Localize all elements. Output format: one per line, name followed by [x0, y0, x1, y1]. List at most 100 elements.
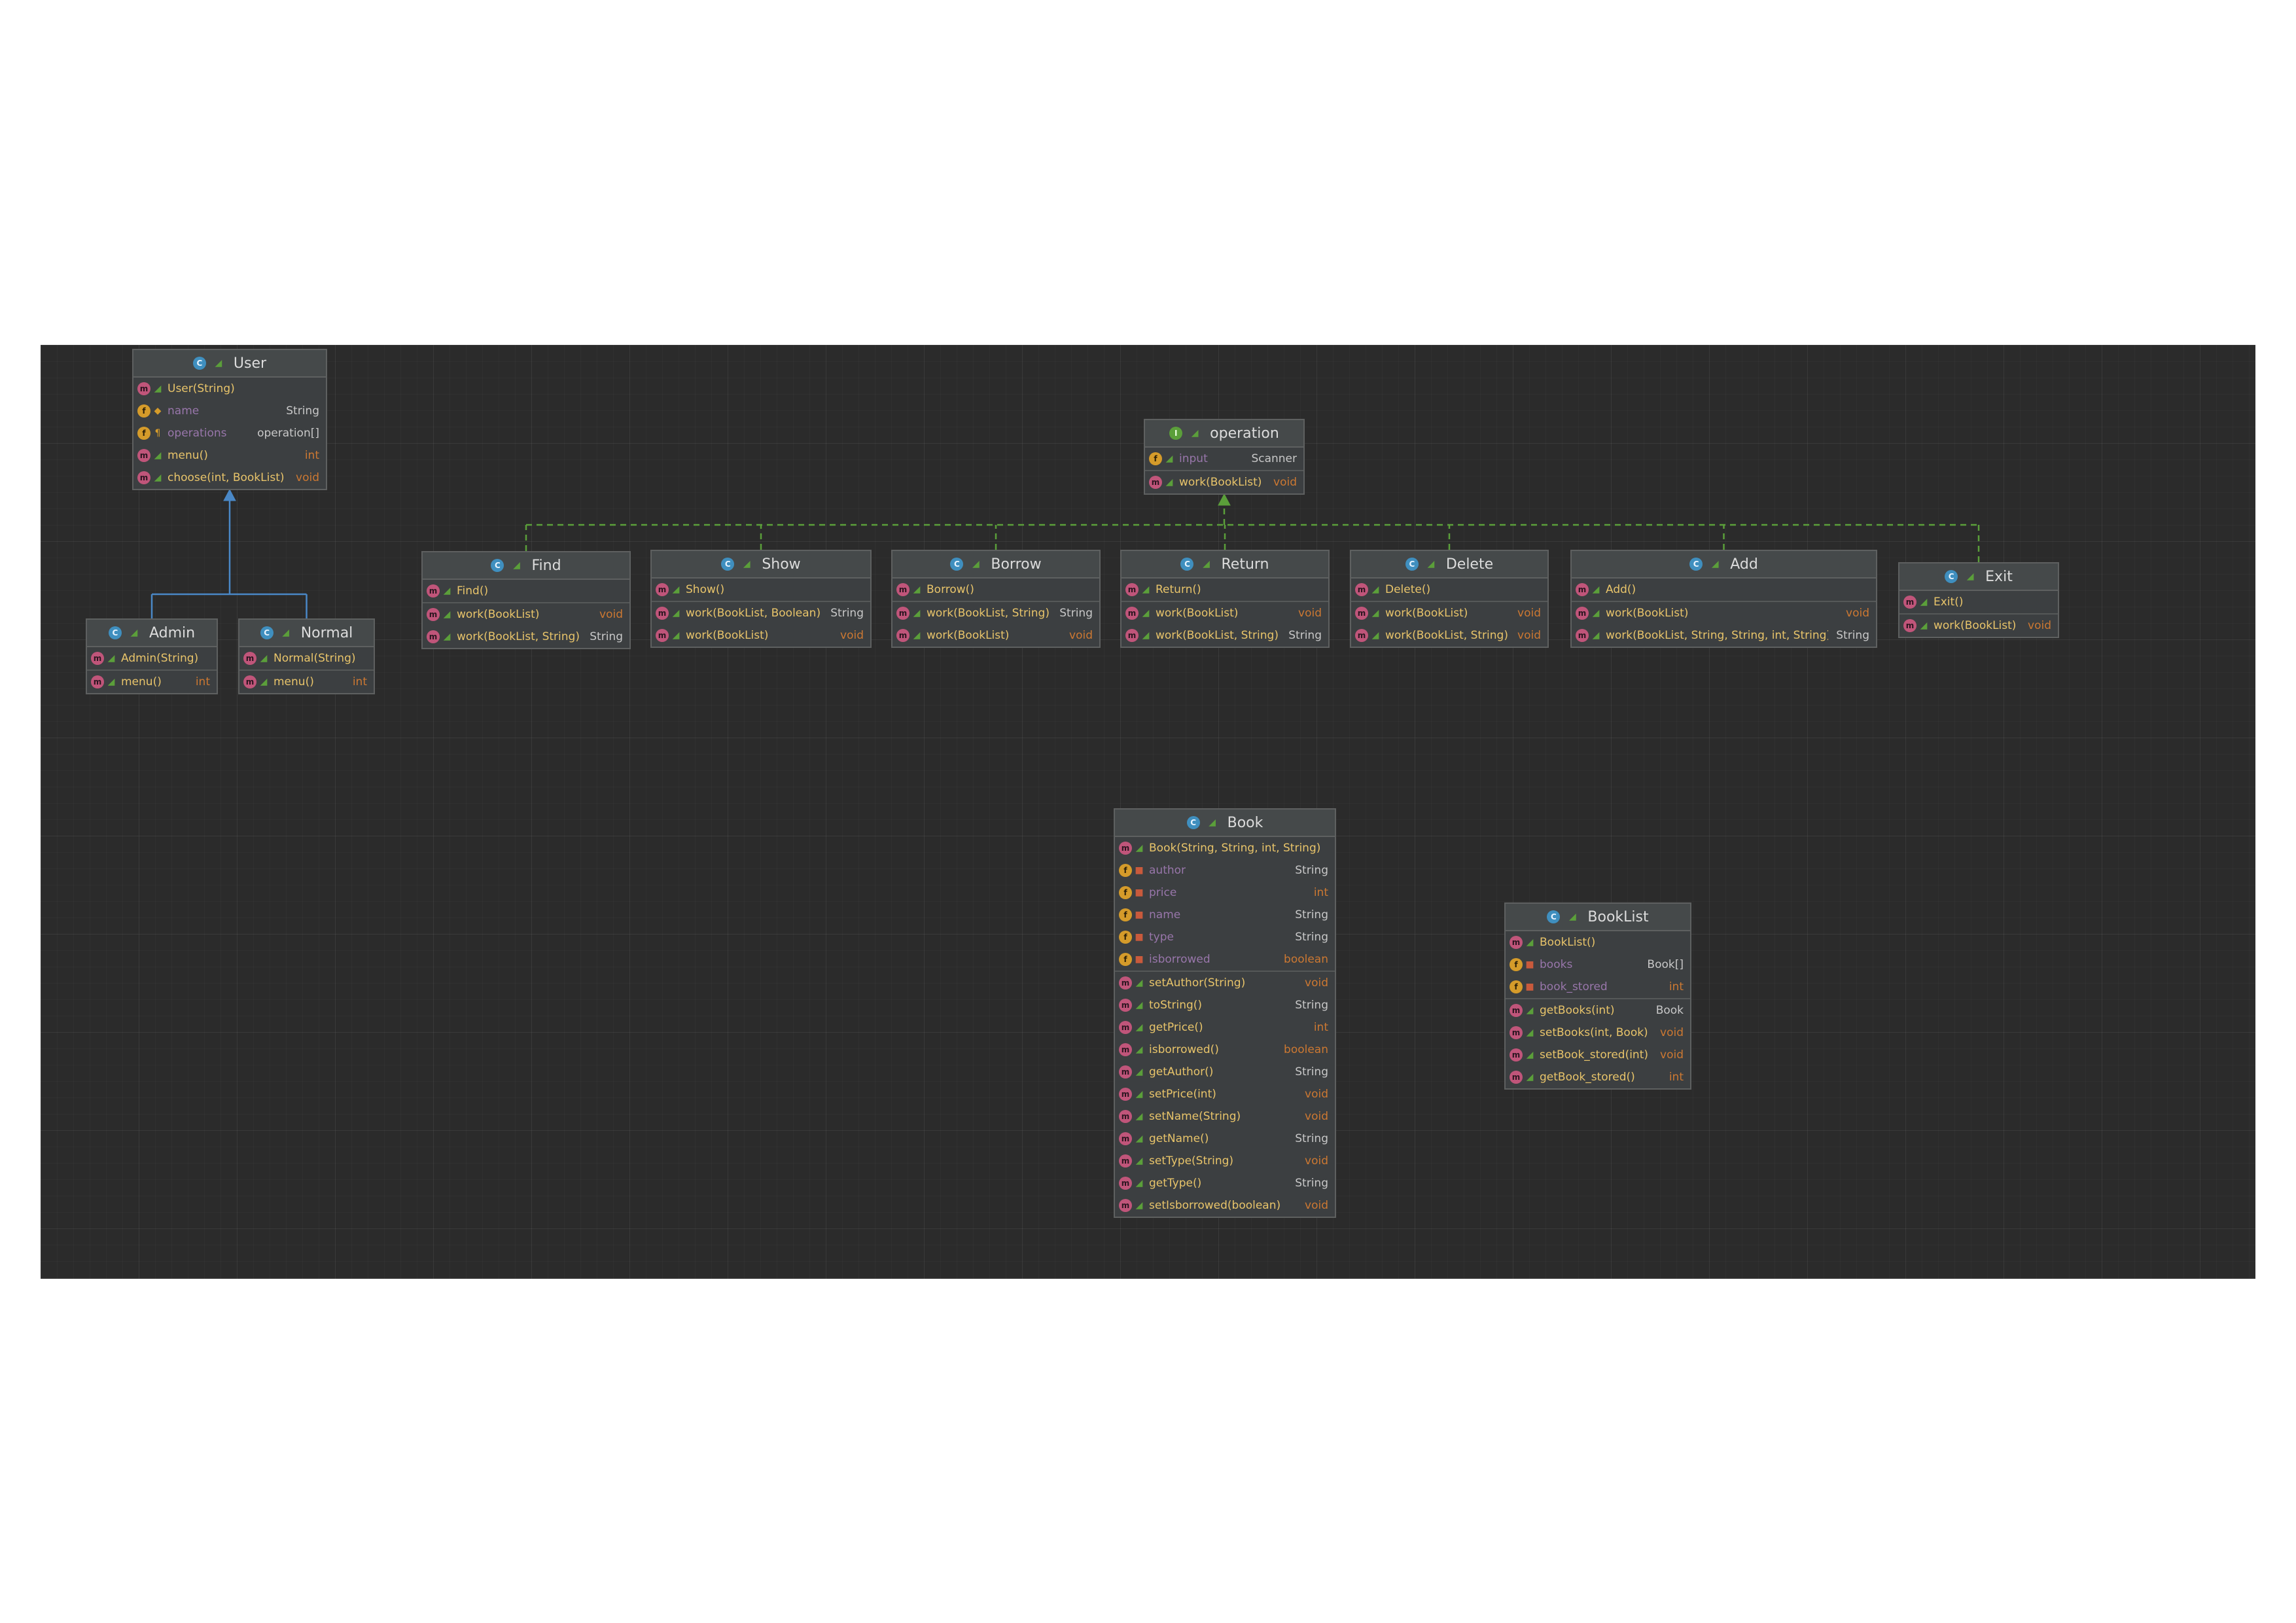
method-row[interactable]: m◢work(BookList)void: [1572, 602, 1876, 624]
method-row[interactable]: m◢Book(String, String, int, String): [1115, 837, 1335, 859]
method-row[interactable]: m◢Admin(String): [87, 647, 217, 669]
method-row[interactable]: m◢work(BookList, String)String: [892, 602, 1099, 624]
method-row[interactable]: m◢work(BookList)void: [1122, 602, 1328, 624]
fields-section: m◢Show(): [652, 579, 870, 601]
public-visibility-icon: ◢: [1209, 817, 1216, 828]
return-type: String: [1836, 629, 1869, 642]
method-row[interactable]: m◢work(BookList)void: [652, 624, 870, 647]
method-row[interactable]: m◢work(BookList)void: [1899, 615, 2058, 637]
method-row[interactable]: m◢setPrice(int)void: [1115, 1083, 1335, 1105]
method-row[interactable]: m◢getBook_stored()int: [1506, 1066, 1690, 1088]
method-row[interactable]: m◢work(BookList, Boolean)String: [652, 602, 870, 624]
method-row[interactable]: m◢isborrowed()boolean: [1115, 1039, 1335, 1061]
method-row[interactable]: m◢setType(String)void: [1115, 1150, 1335, 1172]
method-name: work(BookList, String, String, int, Stri…: [1606, 629, 1829, 642]
method-row[interactable]: m◢setBook_stored(int)void: [1506, 1044, 1690, 1066]
method-row[interactable]: m◢getBooks(int)Book: [1506, 999, 1690, 1022]
method-row[interactable]: m◢Add(): [1572, 579, 1876, 601]
method-row[interactable]: m◢Delete(): [1351, 579, 1547, 601]
return-type: String: [1295, 1065, 1328, 1079]
method-row[interactable]: m◢getAuthor()String: [1115, 1061, 1335, 1083]
method-row[interactable]: m◢menu()int: [239, 671, 374, 693]
return-type: void: [1305, 1199, 1328, 1212]
class-icon: C: [1405, 558, 1419, 571]
method-row[interactable]: m◢getName()String: [1115, 1128, 1335, 1150]
public-visibility-icon: ◢: [672, 608, 680, 618]
public-visibility-icon: ◢: [107, 677, 115, 687]
public-visibility-icon: ◢: [1165, 454, 1173, 464]
method-row[interactable]: m◢Borrow(): [892, 579, 1099, 601]
public-visibility-icon: ◢: [1526, 1050, 1534, 1060]
method-row[interactable]: m◢choose(int, BookList)void: [133, 467, 326, 489]
method-row[interactable]: m◢setName(String)void: [1115, 1105, 1335, 1128]
method-name: Normal(String): [274, 652, 356, 665]
public-visibility-icon: ◢: [972, 559, 980, 569]
method-row[interactable]: m◢setBooks(int, Book)void: [1506, 1022, 1690, 1044]
method-row[interactable]: m◢work(BookList)void: [1145, 471, 1303, 493]
method-row[interactable]: m◢BookList(): [1506, 931, 1690, 954]
public-visibility-icon: ◢: [913, 630, 921, 641]
method-name: getBooks(int): [1540, 1004, 1615, 1017]
method-row[interactable]: m◢setIsborrowed(boolean)void: [1115, 1194, 1335, 1217]
method-row[interactable]: m◢menu()int: [87, 671, 217, 693]
method-row[interactable]: m◢Find(): [423, 580, 629, 602]
method-icon: m: [1903, 596, 1916, 609]
public-visibility-icon: ◢: [672, 630, 680, 641]
method-icon: m: [1119, 999, 1132, 1012]
method-row[interactable]: m◢getPrice()int: [1115, 1016, 1335, 1039]
public-visibility-icon: ◢: [215, 358, 222, 368]
method-row[interactable]: m◢Normal(String): [239, 647, 374, 669]
method-name: setType(String): [1149, 1154, 1234, 1168]
method-row[interactable]: m◢toString()String: [1115, 994, 1335, 1016]
method-row[interactable]: m◢Exit(): [1899, 591, 2058, 613]
method-row[interactable]: m◢setAuthor(String)void: [1115, 972, 1335, 994]
return-type: void: [1660, 1048, 1684, 1061]
method-row[interactable]: m◢work(BookList)void: [1351, 602, 1547, 624]
method-row[interactable]: m◢getType()String: [1115, 1172, 1335, 1194]
class-name: Book: [1227, 814, 1263, 831]
private-visibility-icon: ■: [1135, 887, 1144, 898]
method-row[interactable]: m◢User(String): [133, 378, 326, 400]
method-icon: m: [1119, 976, 1132, 990]
method-icon: m: [1119, 1199, 1132, 1212]
public-visibility-icon: ◢: [1592, 630, 1600, 641]
return-type: int: [1669, 1071, 1684, 1084]
method-row[interactable]: m◢Return(): [1122, 579, 1328, 601]
return-type: String: [1059, 607, 1093, 620]
class-header: C◢Return: [1122, 551, 1328, 579]
public-visibility-icon: ◢: [513, 560, 520, 571]
method-row[interactable]: m◢work(BookList, String, String, int, St…: [1572, 624, 1876, 647]
field-type: int: [1313, 886, 1328, 899]
method-row[interactable]: m◢work(BookList, String)String: [423, 626, 629, 648]
method-row[interactable]: m◢work(BookList, String)String: [1122, 624, 1328, 647]
method-row[interactable]: m◢Show(): [652, 579, 870, 601]
method-row[interactable]: m◢work(BookList)void: [423, 603, 629, 626]
method-row[interactable]: m◢menu()int: [133, 444, 326, 467]
method-row[interactable]: m◢work(BookList, String)void: [1351, 624, 1547, 647]
method-row[interactable]: m◢work(BookList)void: [892, 624, 1099, 647]
method-name: getName(): [1149, 1132, 1209, 1145]
